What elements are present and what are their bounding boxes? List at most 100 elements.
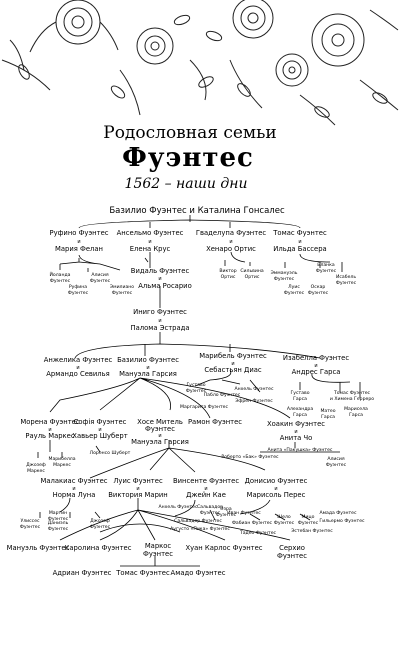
svg-text:Марисела: Марисела <box>344 406 368 412</box>
svg-text:Анжелика Фуэнтес: Анжелика Фуэнтес <box>44 356 113 364</box>
svg-text:Фуэнтес: Фуэнтес <box>68 290 89 296</box>
title-line1: Родословная семьи <box>103 123 277 143</box>
svg-text:Фуэнтес: Фуэнтес <box>90 524 111 530</box>
svg-text:Мануэла Гарсия: Мануэла Гарсия <box>131 438 189 446</box>
svg-text:Адриан Фуэнтес: Адриан Фуэнтес <box>53 569 112 577</box>
svg-text:Себастьян Диас: Себастьян Диас <box>204 366 262 374</box>
svg-text:Фуэнтес: Фуэнтес <box>48 526 69 532</box>
svg-text:Фуэнтес: Фуэнтес <box>316 268 337 274</box>
svg-text:Анита «Пакушка» Фуэнтес: Анита «Пакушка» Фуэнтес <box>268 447 333 453</box>
svg-text:Марибель Фуэнтес: Марибель Фуэнтес <box>199 352 267 360</box>
svg-text:Фуэнтес: Фуэнтес <box>274 520 295 526</box>
svg-text:Джозеф: Джозеф <box>90 518 110 524</box>
svg-text:и: и <box>294 429 297 435</box>
title-family-name: Фуэнтес <box>122 143 254 173</box>
svg-text:Каролина Фуэнтес: Каролина Фуэнтес <box>65 544 132 552</box>
svg-text:Маркос: Маркос <box>145 542 172 550</box>
svg-text:Хавьер Шуберт: Хавьер Шуберт <box>72 432 127 440</box>
svg-text:Аугусто «Пика» Фуэнтес: Аугусто «Пика» Фуэнтес <box>170 526 230 532</box>
svg-text:Сальвадор Фуэнтес: Сальвадор Фуэнтес <box>174 518 222 524</box>
svg-text:Джейн Кае: Джейн Кае <box>186 491 226 499</box>
svg-text:Густаво: Густаво <box>290 390 309 396</box>
leaf-icon <box>1 9 399 126</box>
svg-text:Винсенте Фуэнтес: Винсенте Фуэнтес <box>173 477 239 485</box>
svg-text:Фуэнтес: Фуэнтес <box>298 520 319 526</box>
person-name: Альма Росарио <box>138 282 192 290</box>
person-name: Хенаро Ортис <box>206 245 256 253</box>
title-years: 1562 – наши дни <box>125 176 248 192</box>
generation-2: Видаль Фуэнтес и Альма Росарио Иниго Фуэ… <box>130 267 191 332</box>
generation-1: Руфино Фуэнтес и Мария Фелан Ансельмо Фу… <box>49 229 326 253</box>
svg-text:Оскар: Оскар <box>311 284 326 290</box>
svg-text:Фуэнтес: Фуэнтес <box>145 425 175 433</box>
svg-text:Норма Луна: Норма Луна <box>53 491 96 499</box>
svg-text:Густаво: Густаво <box>186 382 205 388</box>
svg-text:Хоакин Фуэнтес: Хоакин Фуэнтес <box>267 420 325 428</box>
svg-text:Рауль Маркес: Рауль Маркес <box>25 432 74 440</box>
svg-text:Улиссес: Улиссес <box>20 518 40 524</box>
svg-text:Эзра: Эзра <box>220 506 232 512</box>
svg-text:Амада Фуэнтес: Амада Фуэнтес <box>319 510 357 516</box>
svg-text:и: и <box>146 365 149 371</box>
svg-text:Эфрен Фуэнтес: Эфрен Фуэнтес <box>235 398 273 404</box>
svg-text:Анхель Фуэнтес: Анхель Фуэнтес <box>234 386 273 392</box>
svg-text:и: и <box>48 427 51 433</box>
svg-text:Матео: Матео <box>320 408 335 414</box>
and-label: и <box>148 239 151 245</box>
svg-text:и: и <box>72 486 75 492</box>
flower-icon <box>136 27 174 65</box>
and-label: и <box>298 239 301 245</box>
svg-text:Гильермо Фуэнтес: Гильермо Фуэнтес <box>319 518 365 524</box>
svg-text:Марисоль Перес: Марисоль Перес <box>247 491 306 499</box>
svg-text:Фуэнтес: Фуэнтес <box>336 280 357 286</box>
generation-6: Мануэль Фуэнтес Каролина Фуэнтес Маркос … <box>7 542 308 577</box>
svg-text:Фуэнтес: Фуэнтес <box>274 276 295 282</box>
svg-text:Фуэнтес: Фуэнтес <box>277 552 307 560</box>
svg-text:Фуэнтес: Фуэнтес <box>48 516 69 522</box>
svg-text:Руфина: Руфина <box>69 284 87 290</box>
generation-5: Малакиас Фуэнтес и Норма Луна Луис Фуэнт… <box>40 477 307 499</box>
root-couple: Базилио Фуэнтес и Каталина Гонсалес <box>109 206 285 216</box>
svg-text:Изабелла Фуэнтес: Изабелла Фуэнтес <box>283 354 349 362</box>
svg-text:Тадео Фуэнтес: Тадео Фуэнтес <box>239 530 277 536</box>
svg-text:и: и <box>98 427 101 433</box>
svg-text:Хосе Митель: Хосе Митель <box>137 418 183 426</box>
svg-text:Томас Фуэнтес: Томас Фуэнтес <box>115 569 170 577</box>
person-name: Иниго Фуэнтес <box>133 308 187 316</box>
svg-text:Андрес Гарса: Андрес Гарса <box>292 368 341 376</box>
svg-text:и: и <box>204 486 207 492</box>
person-name: Томас Фуэнтес <box>272 229 327 237</box>
svg-text:Фабиан Фуэнтес: Фабиан Фуэнтес <box>232 520 273 526</box>
generation-4: Морена Фуэнтес и Рауль Маркес Софія Фуэн… <box>20 418 325 446</box>
svg-text:Марибелла: Марибелла <box>48 456 75 462</box>
and-label: и <box>158 318 161 324</box>
svg-text:Фуэнтес: Фуэнтес <box>20 524 41 530</box>
svg-text:Фуэнтес: Фуэнтес <box>50 278 71 284</box>
person-name: Мария Фелан <box>55 245 103 253</box>
svg-text:Мицо: Мицо <box>302 514 315 520</box>
svg-text:и: и <box>158 433 161 439</box>
svg-text:Бланка: Бланка <box>317 262 335 268</box>
svg-text:и: и <box>274 486 277 492</box>
svg-text:Эстебан Фуэнтес: Эстебан Фуэнтес <box>291 528 333 534</box>
svg-text:Морена Фуэнтес: Морена Фуэнтес <box>20 418 79 426</box>
svg-text:Мануэла Гарсия: Мануэла Гарсия <box>119 370 177 378</box>
and-label: и <box>229 239 232 245</box>
svg-text:Донисио Фуэнтес: Донисио Фуэнтес <box>245 477 308 485</box>
svg-text:Сильвина: Сильвина <box>240 268 264 274</box>
person-name: Руфино Фуэнтес <box>49 229 108 237</box>
flower-icon <box>232 0 274 39</box>
svg-text:и: и <box>314 363 317 369</box>
svg-text:Гарса: Гарса <box>293 396 307 402</box>
floral-decoration <box>1 0 399 126</box>
svg-text:Хуан Карлос Фуэнтес: Хуан Карлос Фуэнтес <box>185 544 262 552</box>
svg-text:Фуэнтес: Фуэнтес <box>308 290 329 296</box>
svg-text:Виктория Марин: Виктория Марин <box>108 491 168 499</box>
person-name: Палома Эстрада <box>130 324 189 332</box>
svg-text:и: и <box>231 361 234 367</box>
